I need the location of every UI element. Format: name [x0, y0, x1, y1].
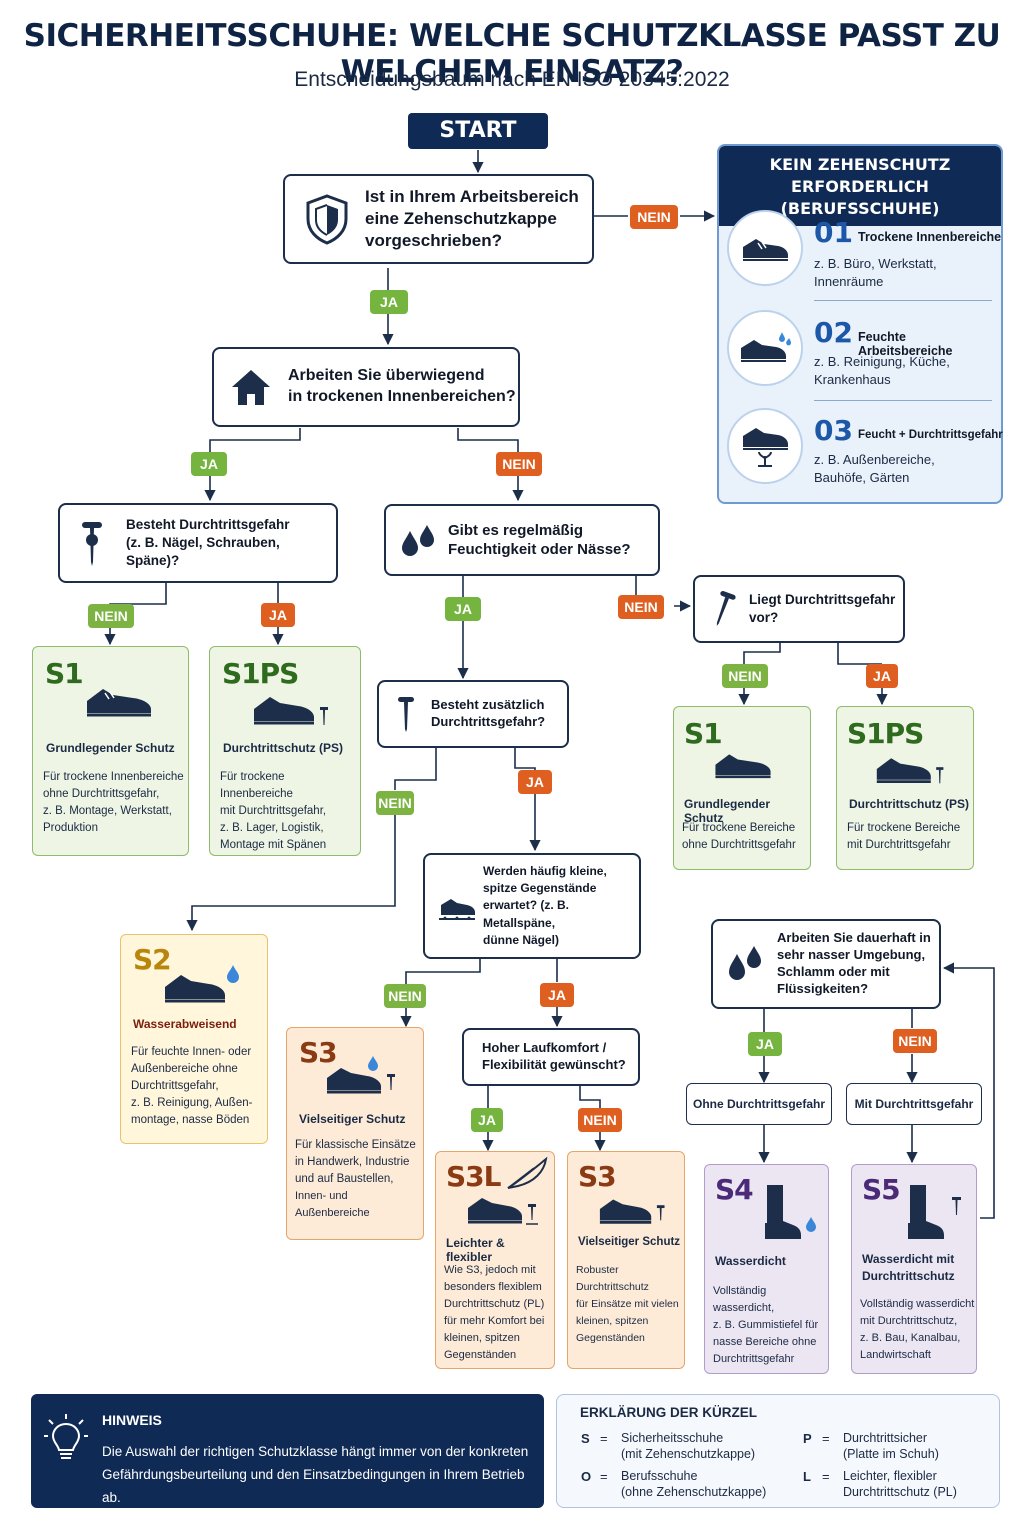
badge-q6-nein: NEIN [376, 791, 414, 815]
nail-icon [709, 589, 737, 629]
nail-icon [393, 694, 419, 734]
badge-q9-ja: JA [471, 1108, 503, 1132]
badge-q3-nein: NEIN [88, 604, 134, 628]
result-s2: S2 Wasserabweisend Für feuchte Innen- od… [120, 934, 268, 1144]
question-toe-cap: Ist in Ihrem Arbeitsbereich eine Zehensc… [283, 174, 594, 264]
page-title: SICHERHEITSSCHUHE: WELCHE SCHUTZKLASSE P… [23, 18, 1001, 90]
rubber-boot-water-icon [759, 1183, 823, 1248]
badge-q8-nein: NEIN [893, 1029, 937, 1053]
legend-box: ERKLÄRUNG DER KÜRZEL S = Sicherheitsschu… [556, 1394, 1000, 1508]
box-with-puncture: Mit Durchtrittsgefahr [846, 1083, 982, 1125]
conn-q7-s3 [406, 958, 481, 1026]
safety-shoe-nail-icon [875, 751, 947, 792]
badge-q8-ja: JA [748, 1032, 782, 1056]
safety-shoe-nail-icon [466, 1188, 546, 1233]
safety-shoe-nail-icon [598, 1190, 674, 1233]
house-icon [228, 364, 274, 410]
shoe-icon [727, 210, 803, 286]
safety-shoe-nail-icon [252, 689, 332, 734]
badge-q1-ja: JA [370, 290, 408, 314]
box-without-puncture: Ohne Durchtrittsgefahr [686, 1083, 832, 1125]
shoe-debris-icon [437, 886, 477, 926]
conn-q2-q3 [210, 428, 301, 500]
panel-item-01: 01 Trockene Innenbereiche z. B. Büro, We… [717, 200, 1003, 301]
conn-q4-q5 [635, 574, 690, 606]
safety-shoe-icon [83, 677, 155, 726]
divider [814, 300, 992, 301]
question-comfort: Hoher Laufkomfort / Flexibilität gewünsc… [462, 1028, 640, 1086]
shield-icon [299, 191, 355, 247]
conn-q5-s1 [744, 642, 781, 704]
hint-box: HINWEIS Die Auswahl der richtigen Schutz… [31, 1394, 544, 1508]
start-node: START [408, 113, 548, 149]
conn-q2-q4 [457, 428, 518, 500]
safety-shoe-icon [712, 743, 774, 788]
safety-shoe-water-nail-icon [325, 1054, 405, 1103]
result-s3-robust: S3 Vielseitiger Schutz Robuster Durchtri… [567, 1151, 685, 1369]
question-dry-indoor: Arbeiten Sie überwiegend in trockenen In… [212, 347, 520, 427]
conn-q6-s2 [192, 748, 437, 930]
result-s3-versatile: S3 Vielseitiger Schutz Für klassische Ei… [286, 1027, 424, 1240]
badge-q5-nein: NEIN [722, 664, 768, 688]
nail-icon [74, 518, 110, 568]
question-additional-puncture: Besteht zusätzlich Durchtrittsgefahr? [377, 680, 569, 748]
result-s3l: S3L Leichter & flexibler Wie S3, jedoch … [435, 1151, 555, 1369]
legend-title: ERKLÄRUNG DER KÜRZEL [580, 1405, 757, 1420]
question-moisture: Gibt es regelmäßig Feuchtigkeit oder Näs… [384, 504, 660, 576]
badge-q2-nein: NEIN [496, 452, 542, 476]
badge-q7-ja: JA [540, 983, 574, 1007]
hint-title: HINWEIS [102, 1412, 162, 1428]
divider [814, 400, 992, 401]
conn-q9-s3b [579, 1086, 600, 1150]
badge-q2-ja: JA [191, 452, 227, 476]
panel-item-03: 03 Feucht + Durchtrittsgefahr z. B. Auße… [717, 400, 1003, 500]
water-drops-icon [725, 942, 765, 986]
conn-q6-q7 [514, 748, 535, 850]
badge-q1-nein: NEIN [630, 205, 678, 229]
rubber-boot-nail-icon [902, 1183, 966, 1248]
result-s1ps-dry-indoor: S1PS Durchtrittschutz (PS) Für trockene … [209, 646, 361, 856]
badge-q9-nein: NEIN [578, 1108, 622, 1132]
question-puncture-dry: Besteht Durchtrittsgefahr (z. B. Nägel, … [58, 503, 338, 583]
safety-shoe-water-icon [163, 963, 243, 1012]
badge-q5-ja: JA [866, 664, 898, 688]
result-s1-dry-indoor: S1 Grundlegender Schutz Für trockene Inn… [32, 646, 189, 856]
lightbulb-icon [43, 1412, 89, 1471]
badge-q7-nein: NEIN [384, 984, 426, 1008]
conn-loop-q8 [942, 962, 995, 1219]
hint-text: Die Auswahl der richtigen Schutzklasse h… [102, 1444, 529, 1505]
water-drops-icon [400, 520, 438, 560]
result-s1-dry: S1 Grundlegender Schutz Für trockene Ber… [673, 706, 811, 870]
question-very-wet: Arbeiten Sie dauerhaft in sehr nasser Um… [711, 919, 941, 1009]
result-s1ps-dry: S1PS Durchtrittschutz (PS) Für trockene … [836, 706, 974, 870]
page-subtitle: Entscheidungsbaum nach EN ISO 20345:2022 [294, 68, 730, 91]
feather-icon [504, 1156, 550, 1197]
question-puncture-dry-2: Liegt Durchtrittsgefahr vor? [693, 575, 905, 643]
badge-q4-ja: JA [445, 597, 481, 621]
question-small-sharp: Werden häufig kleine, spitze Gegenstände… [423, 853, 641, 959]
result-s4: S4 Wasserdicht Vollständig wasserdicht, … [704, 1164, 829, 1374]
badge-q6-ja: JA [518, 770, 552, 794]
shoe-sprout-icon [727, 408, 803, 484]
badge-q3-ja: JA [261, 603, 295, 627]
panel-item-02: 02 Feuchte Arbeitsbereiche z. B. Reinigu… [717, 300, 1003, 401]
shoe-water-icon [727, 310, 803, 386]
result-s5: S5 Wasserdicht mit Durchtrittschutz Voll… [851, 1164, 977, 1374]
badge-q4-nein: NEIN [618, 595, 664, 619]
